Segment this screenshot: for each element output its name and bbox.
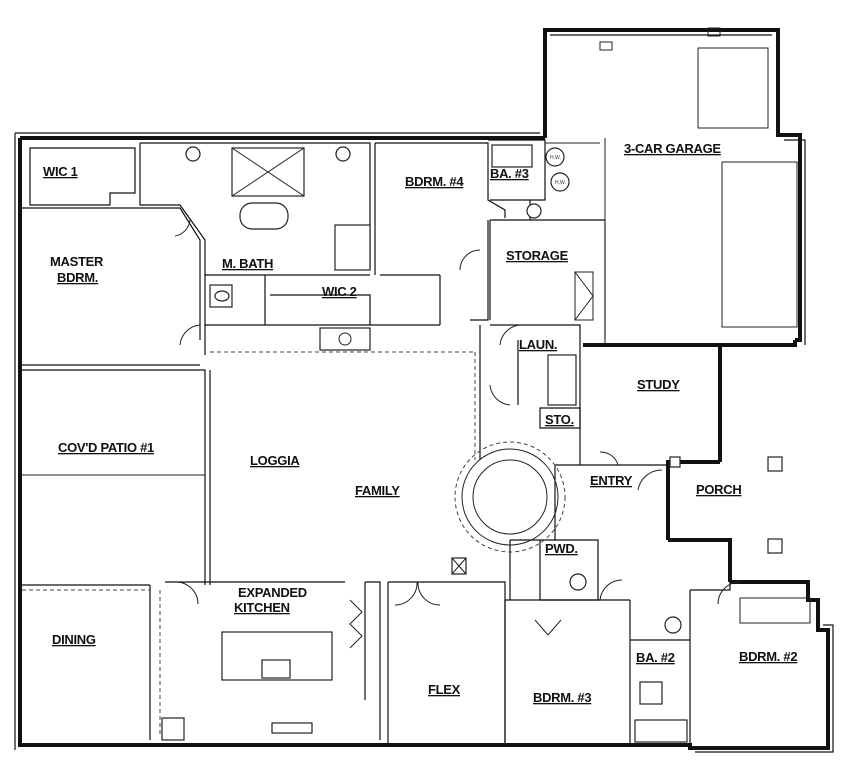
label-master: MASTER: [50, 254, 104, 269]
label-kitchen-1: EXPANDED: [238, 585, 307, 600]
label-sto: STO.: [545, 412, 574, 427]
label-bdrm3: BDRM. #3: [533, 690, 591, 705]
label-family: FAMILY: [355, 483, 400, 498]
water-heater-label-1: H.W.: [550, 155, 561, 161]
label-ba3: BA. #3: [490, 166, 529, 181]
fixtures: H.W. H.W.: [161, 144, 811, 743]
label-porch: PORCH: [696, 482, 741, 497]
exterior-walls: [14, 28, 834, 753]
label-loggia: LOGGIA: [250, 453, 300, 468]
label-garage: 3-CAR GARAGE: [624, 141, 721, 156]
label-storage: STORAGE: [506, 248, 569, 263]
label-entry: ENTRY: [590, 473, 633, 488]
label-m-bath: M. BATH: [222, 256, 273, 271]
label-pwd: PWD.: [545, 541, 578, 556]
label-kitchen-2: KITCHEN: [234, 600, 290, 615]
label-flex: FLEX: [428, 682, 461, 697]
rotunda: [454, 441, 566, 553]
label-master-bdrm: BDRM.: [57, 270, 98, 285]
label-laun: LAUN.: [519, 337, 557, 352]
label-ba2: BA. #2: [636, 650, 675, 665]
garage-doors: [599, 27, 798, 328]
label-bdrm4: BDRM. #4: [405, 174, 464, 189]
water-heater-label-2: H.W.: [555, 180, 566, 186]
label-bdrm2: BDRM. #2: [739, 649, 797, 664]
label-patio: COV'D PATIO #1: [58, 440, 154, 455]
label-study: STUDY: [637, 377, 680, 392]
interior-walls: [22, 138, 731, 745]
label-wic2: WIC 2: [322, 284, 357, 299]
label-dining: DINING: [52, 632, 96, 647]
label-wic1: WIC 1: [43, 164, 78, 179]
room-labels: WIC 1 MASTER BDRM. M. BATH WIC 2 BDRM. #…: [43, 141, 798, 705]
door-swings: [174, 219, 741, 636]
